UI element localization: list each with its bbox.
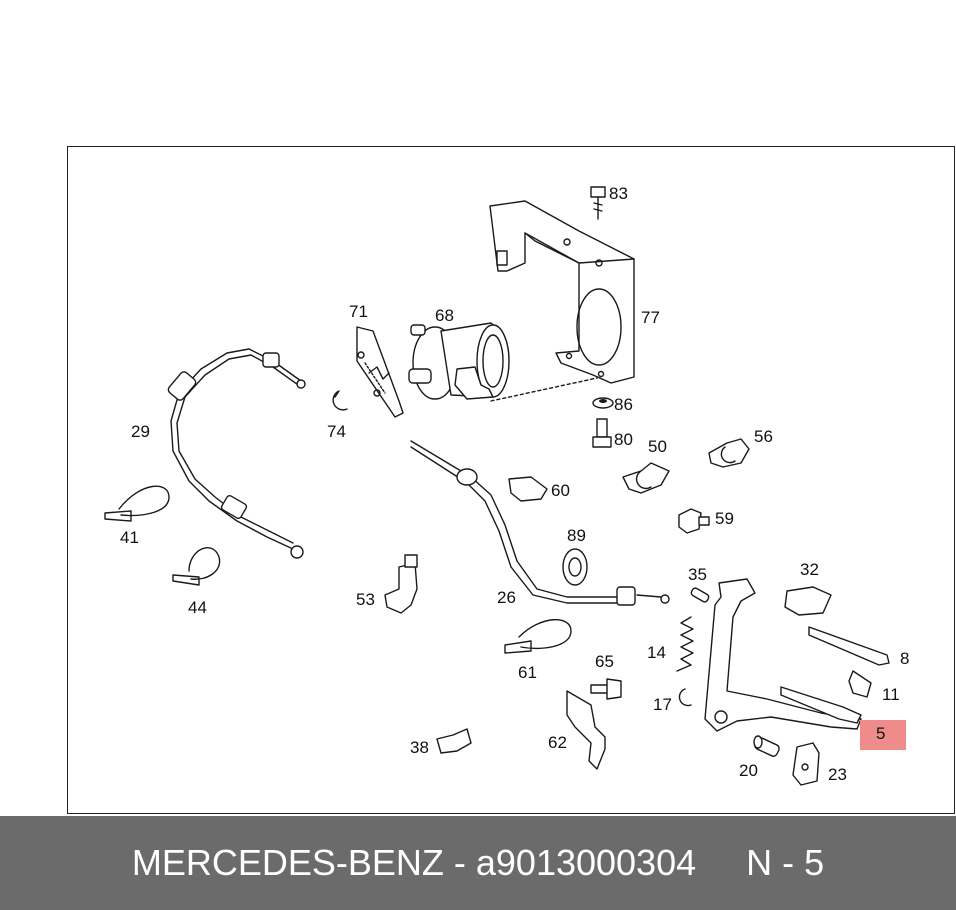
callout-23: 23 bbox=[828, 765, 847, 784]
callout-62: 62 bbox=[548, 733, 567, 752]
callout-65: 65 bbox=[595, 652, 614, 671]
callout-44: 44 bbox=[188, 598, 207, 617]
footer-part-number: a9013000304 bbox=[475, 842, 697, 883]
callout-83: 83 bbox=[609, 184, 628, 203]
callout-50: 50 bbox=[648, 437, 667, 456]
parts-diagram-frame: 83 77 71 68 74 86 80 50 56 29 60 59 41 8… bbox=[67, 146, 955, 814]
part-clip-38 bbox=[436, 728, 472, 754]
highlighted-callout-5: 5 bbox=[860, 720, 906, 750]
footer-gap bbox=[696, 842, 746, 884]
part-clip-60 bbox=[508, 476, 548, 502]
callout-5: 5 bbox=[876, 724, 885, 743]
footer-position-label: N - 5 bbox=[746, 842, 825, 883]
part-bracket-77 bbox=[489, 200, 635, 402]
callout-35: 35 bbox=[688, 565, 707, 584]
callout-71: 71 bbox=[349, 302, 368, 321]
part-clip-59 bbox=[678, 508, 710, 534]
part-clip-17 bbox=[678, 688, 692, 707]
part-clip-11 bbox=[848, 670, 872, 698]
callout-59: 59 bbox=[715, 509, 734, 528]
callout-29: 29 bbox=[131, 422, 150, 441]
part-pedal-5 bbox=[704, 578, 862, 732]
callout-38: 38 bbox=[410, 738, 429, 757]
part-tie-44 bbox=[172, 547, 221, 586]
part-switch-23 bbox=[792, 742, 820, 786]
callout-61: 61 bbox=[518, 663, 537, 682]
part-cable-29 bbox=[167, 348, 306, 559]
callout-17: 17 bbox=[653, 695, 672, 714]
callout-89: 89 bbox=[567, 526, 586, 545]
footer-separator: - bbox=[443, 842, 476, 883]
part-bolt-80 bbox=[592, 418, 612, 448]
callout-80: 80 bbox=[614, 430, 633, 449]
part-tie-61 bbox=[504, 618, 572, 654]
part-clip-50 bbox=[622, 462, 670, 494]
part-cylinder-68 bbox=[408, 322, 510, 400]
part-bracket-62 bbox=[566, 690, 606, 770]
callout-74: 74 bbox=[327, 422, 346, 441]
callout-8: 8 bbox=[900, 649, 909, 668]
callout-77: 77 bbox=[641, 308, 660, 327]
callout-41: 41 bbox=[120, 528, 139, 547]
callout-32: 32 bbox=[800, 560, 819, 579]
footer-caption: MERCEDES-BENZ - a9013000304 N - 5 bbox=[0, 816, 956, 910]
part-plate-71 bbox=[356, 326, 404, 418]
footer-brand: MERCEDES-BENZ bbox=[131, 842, 444, 883]
part-washer-86 bbox=[592, 397, 614, 409]
callout-68: 68 bbox=[435, 306, 454, 325]
exploded-parts-diagram: 83 77 71 68 74 86 80 50 56 29 60 59 41 8… bbox=[104, 184, 909, 786]
callout-53: 53 bbox=[356, 590, 375, 609]
part-pad-8 bbox=[808, 626, 890, 666]
part-grommet-89 bbox=[562, 548, 588, 586]
part-bracket-32 bbox=[784, 586, 832, 616]
part-pin-35 bbox=[690, 587, 710, 603]
part-cable-26 bbox=[410, 440, 670, 606]
callout-86: 86 bbox=[614, 395, 633, 414]
callout-11: 11 bbox=[882, 685, 900, 704]
callout-56: 56 bbox=[754, 427, 773, 446]
part-clamp-53 bbox=[384, 554, 418, 614]
part-clip-74 bbox=[332, 390, 348, 411]
part-bolt-83 bbox=[590, 186, 606, 220]
part-pin-20 bbox=[753, 735, 780, 757]
footer-bar: MERCEDES-BENZ - a9013000304 N - 5 bbox=[0, 816, 956, 910]
callout-14: 14 bbox=[647, 643, 666, 662]
callout-60: 60 bbox=[551, 481, 570, 500]
part-spring-14 bbox=[676, 616, 694, 672]
callout-20: 20 bbox=[739, 761, 758, 780]
part-clip-56 bbox=[708, 438, 750, 468]
part-bolt-65 bbox=[590, 678, 622, 700]
callout-26: 26 bbox=[497, 588, 516, 607]
part-tie-41 bbox=[104, 485, 170, 522]
